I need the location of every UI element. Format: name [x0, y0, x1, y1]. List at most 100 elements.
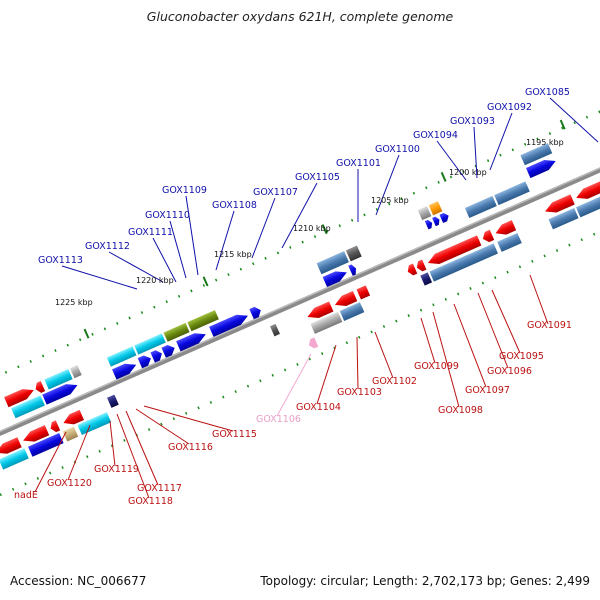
gene-feature[interactable]	[339, 302, 365, 322]
gene-feature[interactable]	[420, 272, 433, 286]
gene-feature[interactable]	[406, 263, 418, 277]
gene-labels: GOX1085GOX1092GOX1093GOX1094GOX1100GOX11…	[14, 87, 572, 507]
gene-label[interactable]: GOX1110	[145, 210, 190, 221]
label-connector	[109, 420, 116, 467]
label-connector	[420, 317, 436, 364]
forward-strand-genes	[4, 143, 558, 419]
gene-feature[interactable]	[493, 220, 517, 238]
gene-feature[interactable]	[316, 251, 349, 275]
gene-feature[interactable]	[137, 353, 153, 369]
gene-label[interactable]: GOX1113	[38, 255, 83, 266]
gene-feature[interactable]	[575, 192, 600, 218]
gene-feature[interactable]	[348, 263, 358, 276]
gene-feature[interactable]	[77, 412, 112, 436]
gene-label[interactable]: GOX1096	[487, 366, 532, 377]
gene-label[interactable]: GOX1111	[128, 227, 173, 238]
gene-label[interactable]: GOX1098	[438, 405, 483, 416]
gene-label[interactable]: GOX1119	[94, 464, 139, 475]
gene-feature[interactable]	[21, 425, 50, 446]
gene-feature[interactable]	[464, 195, 497, 219]
gene-feature[interactable]	[424, 219, 434, 230]
gene-feature[interactable]	[307, 337, 319, 349]
gene-feature[interactable]	[432, 216, 441, 227]
gene-label[interactable]: GOX1120	[47, 478, 92, 489]
gene-feature[interactable]	[61, 409, 84, 428]
gene-feature[interactable]	[428, 201, 443, 216]
gene-feature[interactable]	[310, 311, 343, 334]
gene-feature[interactable]	[187, 310, 219, 332]
gene-feature[interactable]	[0, 437, 22, 458]
gene-feature[interactable]	[70, 364, 82, 379]
gene-label[interactable]: GOX1102	[372, 376, 417, 387]
gene-label[interactable]: nadE	[14, 490, 38, 501]
gene-label[interactable]: GOX1101	[336, 158, 381, 169]
gene-label[interactable]: GOX1106	[256, 414, 301, 425]
gene-feature[interactable]	[11, 395, 45, 419]
gene-label[interactable]: GOX1109	[162, 185, 207, 196]
gene-feature[interactable]	[305, 301, 334, 322]
gene-feature[interactable]	[33, 381, 46, 394]
gene-feature[interactable]	[28, 433, 64, 457]
gene-feature[interactable]	[439, 212, 450, 223]
label-connector	[316, 344, 337, 405]
gene-feature[interactable]	[163, 322, 190, 342]
gene-feature[interactable]	[0, 448, 29, 470]
gene-feature[interactable]	[333, 291, 358, 310]
label-connector	[473, 126, 478, 179]
gene-feature[interactable]	[543, 194, 575, 216]
gene-label[interactable]: GOX1095	[499, 351, 544, 362]
gene-feature[interactable]	[548, 208, 579, 230]
gene-feature[interactable]	[249, 305, 263, 320]
gene-feature[interactable]	[112, 360, 138, 380]
gene-label[interactable]: GOX1099	[414, 361, 459, 372]
gene-label[interactable]: GOX1115	[212, 429, 257, 440]
gene-feature[interactable]	[161, 343, 176, 358]
gene-feature[interactable]	[107, 394, 119, 408]
gene-label[interactable]: GOX1097	[465, 385, 510, 396]
gene-feature[interactable]	[48, 420, 61, 433]
gene-label[interactable]: GOX1104	[296, 402, 341, 413]
gene-label[interactable]: GOX1108	[212, 200, 257, 211]
gene-feature[interactable]	[176, 329, 208, 352]
gene-feature[interactable]	[4, 385, 36, 408]
gene-feature[interactable]	[481, 229, 495, 244]
accession-text: Accession: NC_006677	[10, 574, 147, 588]
label-connector	[489, 112, 513, 171]
gene-feature[interactable]	[426, 235, 482, 268]
gene-feature[interactable]	[494, 181, 530, 206]
gene-feature[interactable]	[42, 380, 79, 405]
kbp-label: 1210 kbp	[293, 224, 331, 233]
gene-feature[interactable]	[520, 143, 553, 166]
gene-feature[interactable]	[150, 349, 165, 363]
gene-label[interactable]: GOX1091	[527, 320, 572, 331]
gene-label[interactable]: GOX1093	[450, 116, 495, 127]
gene-label[interactable]: GOX1103	[337, 387, 382, 398]
gene-feature[interactable]	[429, 243, 499, 282]
gene-feature[interactable]	[417, 206, 432, 221]
gene-feature[interactable]	[526, 156, 558, 179]
gene-label[interactable]: GOX1092	[487, 102, 532, 113]
gene-label[interactable]: GOX1105	[295, 172, 340, 183]
gene-feature[interactable]	[270, 323, 280, 337]
label-connector	[135, 408, 190, 445]
gene-feature[interactable]	[497, 232, 522, 252]
gene-label[interactable]: GOX1118	[128, 496, 173, 507]
gene-feature[interactable]	[356, 285, 371, 300]
gene-feature[interactable]	[574, 180, 600, 203]
gene-feature[interactable]	[106, 346, 137, 367]
gene-label[interactable]: GOX1117	[137, 483, 182, 494]
gene-feature[interactable]	[44, 368, 73, 390]
gene-feature[interactable]	[134, 333, 166, 355]
gene-label[interactable]: GOX1085	[525, 87, 570, 98]
gene-feature[interactable]	[415, 259, 427, 273]
gene-label[interactable]: GOX1112	[85, 241, 130, 252]
gene-label[interactable]: GOX1094	[413, 130, 458, 141]
gene-feature[interactable]	[209, 311, 250, 337]
gene-label[interactable]: GOX1116	[168, 442, 213, 453]
gene-label[interactable]: GOX1107	[253, 187, 298, 198]
gene-feature[interactable]	[62, 426, 79, 442]
kbp-tick	[321, 224, 328, 235]
gene-feature[interactable]	[322, 267, 349, 288]
gene-feature[interactable]	[345, 245, 362, 262]
gene-label[interactable]: GOX1100	[375, 144, 420, 155]
